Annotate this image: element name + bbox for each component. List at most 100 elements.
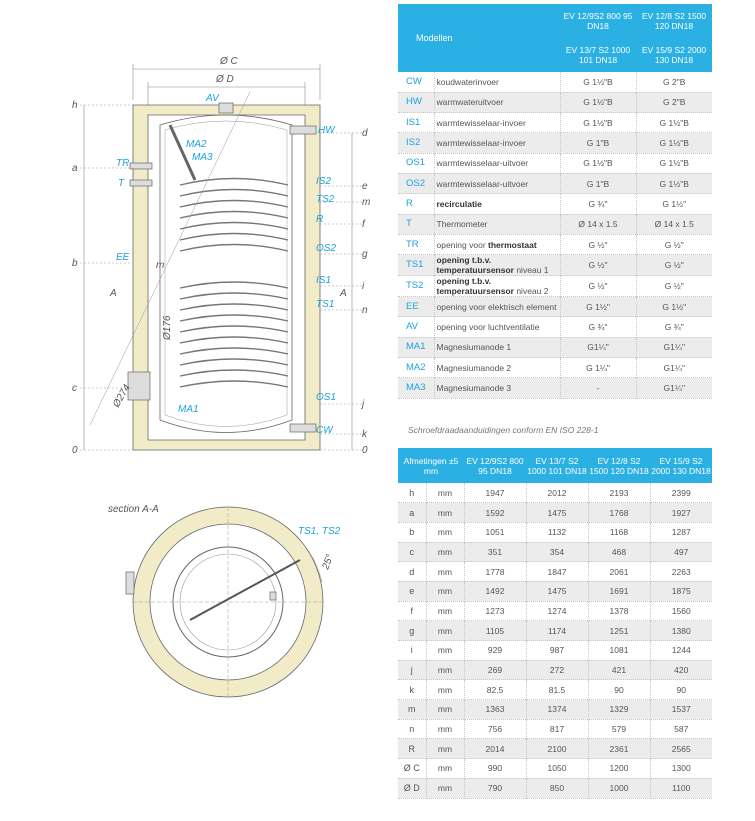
dimension-value: 2565 — [671, 743, 691, 754]
dimension-code: i — [398, 640, 427, 661]
dim-c-label: Ø C — [219, 56, 239, 67]
dimension-value: 1768 — [588, 502, 651, 523]
connection-description: opening voor elektrisch element — [434, 296, 561, 317]
header-dim-col-1: EV 12/9S2 800 95 DN18 — [466, 455, 524, 476]
dimension-value: 2193 — [588, 483, 651, 503]
dim-f: f — [362, 219, 366, 230]
desc-pre: Magnesiumanode 2 — [436, 362, 512, 373]
dimensions-header-row: Afmetingen ±5 mm EV 12/9S2 800 95 DN18 E… — [398, 448, 712, 483]
dimension-value: 354 — [526, 542, 589, 562]
dimension-value: 1274 — [526, 601, 589, 621]
dimension-value: 2361 — [588, 738, 651, 759]
dimension-value: 1778 — [464, 561, 527, 582]
label-cw: CW — [316, 425, 334, 436]
connection-value-2: G 1½"B — [659, 158, 689, 169]
dimension-code: k — [398, 679, 427, 700]
section-marker-left: A — [109, 288, 117, 299]
label-is2: IS2 — [316, 176, 331, 187]
dim-i: i — [362, 281, 365, 292]
connections-header-row-1: Modellen EV 12/9S2 800 95 DN18 EV 12/8 S… — [398, 4, 712, 43]
connection-code: IS2 — [398, 132, 435, 154]
section-marker-right: A — [339, 288, 347, 299]
label-av: AV — [205, 93, 220, 104]
dimension-unit: mm — [426, 679, 465, 700]
dimension-value: 1329 — [588, 699, 651, 720]
dimension-value: 1000 — [588, 778, 651, 798]
desc-pre: Magnesiumanode 3 — [436, 383, 512, 393]
tank-body — [159, 114, 293, 433]
dimension-value: 351 — [464, 542, 527, 562]
connection-value-2: Ø 14 x 1.5 — [654, 219, 694, 230]
dimension-value: 1244 — [671, 645, 691, 656]
dimension-value: 90 — [588, 679, 651, 700]
dimension-value: 1174 — [526, 620, 589, 641]
desc-bold: opening t.b.v. temperatuursensor — [436, 255, 514, 276]
dim-a: a — [72, 163, 78, 174]
connection-code: MA1 — [398, 337, 435, 358]
dimension-value: 1050 — [526, 758, 589, 779]
dimension-value: 81.5 — [526, 679, 589, 700]
label-ts2: TS2 — [316, 194, 335, 205]
label-r: R — [316, 214, 323, 225]
dimension-value: 1927 — [671, 507, 691, 518]
connection-code: OS2 — [398, 173, 435, 194]
dimension-code: b — [398, 522, 427, 543]
connection-code: HW — [398, 92, 435, 113]
connection-value-1: G 1½"B — [560, 153, 637, 174]
dim-k: k — [362, 429, 368, 440]
dimension-value: 1100 — [672, 783, 691, 794]
connection-value-1: G 1½" — [560, 296, 637, 317]
dim-n: n — [362, 305, 368, 316]
dimension-code: h — [398, 483, 427, 503]
dimension-value: 929 — [464, 640, 527, 661]
desc-post: niveau 1 — [513, 265, 549, 276]
connection-description: opening t.b.v. temperatuursensor niveau … — [434, 275, 561, 297]
desc-pre: warmtewisselaar-invoer — [436, 117, 526, 128]
dim-m: m — [362, 197, 370, 208]
desc-pre: warmtewisselaar-invoer — [436, 138, 526, 149]
connection-description: Magnesiumanode 3 — [434, 377, 561, 399]
header-model-col1-top: EV 12/9S2 800 95 DN18 — [563, 11, 633, 31]
dimension-value: 90 — [676, 684, 686, 695]
dimension-value: 1560 — [671, 605, 691, 616]
connection-description: opening voor luchtventilatie — [434, 316, 561, 338]
connection-code: MA2 — [398, 357, 435, 378]
dimension-value: 1475 — [526, 502, 589, 523]
dimension-code: n — [398, 719, 427, 739]
connection-value-1: - — [560, 377, 637, 399]
dimension-code: c — [398, 542, 427, 562]
dim-g: g — [362, 249, 368, 260]
connection-description: warmtewisselaar-invoer — [434, 132, 561, 154]
dimension-code: R — [398, 738, 427, 759]
connection-description: koudwaterinvoer — [434, 72, 561, 93]
label-ee: EE — [116, 252, 130, 263]
section-view — [125, 506, 324, 698]
dimension-code: Ø C — [398, 758, 427, 779]
desc-pre: warmtewisselaar-uitvoer — [436, 158, 529, 169]
label-hw: HW — [318, 125, 336, 136]
dimension-unit: mm — [426, 581, 465, 602]
dimension-value: 82.5 — [464, 679, 527, 700]
dimension-code: f — [398, 601, 427, 621]
dimension-value: 1378 — [588, 601, 651, 621]
section-title: section A-A — [108, 504, 159, 515]
header-model-col2-top: EV 12/8 S2 1500 120 DN18 — [641, 11, 707, 31]
dimension-value: 1132 — [526, 522, 589, 543]
connection-value-2: G ½" — [664, 239, 684, 250]
dim-b: b — [72, 258, 78, 269]
dimension-unit: mm — [426, 483, 465, 503]
lower-coil — [179, 281, 289, 388]
dimension-value: 790 — [464, 778, 527, 798]
dimension-value: 2012 — [526, 483, 589, 503]
desc-bold: opening t.b.v. temperatuursensor — [436, 276, 514, 297]
dimension-unit: mm — [426, 620, 465, 641]
connection-code: EE — [398, 296, 435, 317]
dimension-unit: mm — [426, 561, 465, 582]
